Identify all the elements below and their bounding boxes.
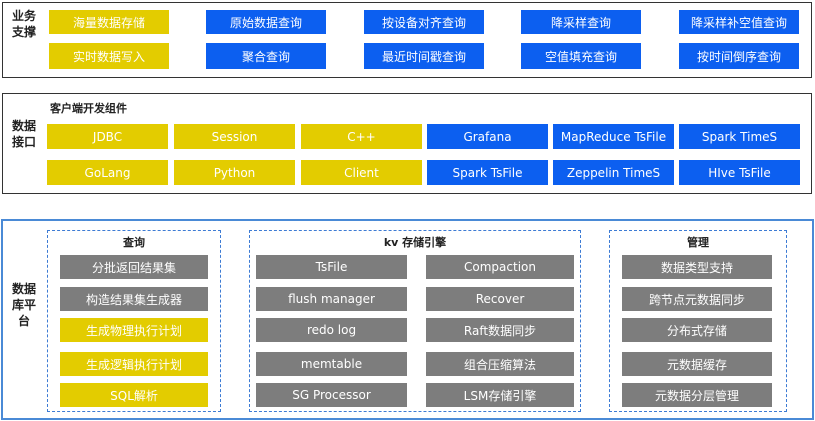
kv-box: Recover [426,287,574,311]
kv-box: LSM存储引擎 [426,383,574,407]
query-box: SQL解析 [60,383,208,407]
interface-box: Spark TsFile [427,160,548,185]
kv-box: 组合压缩算法 [426,352,574,376]
interface-box: Session [174,124,295,149]
management-box: 元数据分层管理 [622,383,772,407]
business-box: 海量数据存储 [49,10,169,34]
management-box: 元数据缓存 [622,352,772,376]
business-box: 按时间倒序查询 [679,43,799,69]
kv-box: Compaction [426,255,574,279]
business-box: 降采样补空值查询 [679,10,799,34]
interface-box: HIve TsFile [679,160,800,185]
query-box: 分批返回结果集 [60,255,208,279]
kv-box: memtable [256,352,407,376]
management-group-title: 管理 [687,236,709,249]
kv-box: Raft数据同步 [426,318,574,342]
database-platform-label: 数据库平台 [12,282,37,328]
interface-box: MapReduce TsFile [553,124,674,149]
interface-box: Client [301,160,422,185]
business-box: 空值填充查询 [521,43,641,69]
interface-box: Grafana [427,124,548,149]
interface-box: Zeppelin TimeS [553,160,674,185]
query-group-title: 查询 [123,236,145,249]
kv-box: SG Processor [256,383,407,407]
data-interface-label: 数据接口 [12,119,37,149]
kv-storage-engine-group [249,230,581,412]
query-box: 构造结果集生成器 [60,287,208,311]
kv-box: TsFile [256,255,407,279]
query-box: 生成逻辑执行计划 [60,352,208,376]
client-components-title: 客户端开发组件 [50,102,127,115]
business-box: 最近时间戳查询 [364,43,484,69]
management-box: 跨节点元数据同步 [622,287,772,311]
business-support-label: 业务支撑 [12,9,37,39]
business-box: 降采样查询 [521,10,641,34]
interface-box: Spark TimeS [679,124,800,149]
interface-box: Python [174,160,295,185]
business-box: 按设备对齐查询 [364,10,484,34]
management-box: 数据类型支持 [622,255,772,279]
business-box: 实时数据写入 [49,43,169,69]
interface-box: C++ [301,124,422,149]
interface-box: JDBC [47,124,168,149]
kv-box: flush manager [256,287,407,311]
management-group [609,230,787,412]
business-box: 聚合查询 [206,43,326,69]
kv-storage-engine-title: kv 存储引擎 [383,236,447,249]
management-box: 分布式存储 [622,318,772,342]
query-box: 生成物理执行计划 [60,318,208,342]
query-group [47,230,221,412]
interface-box: GoLang [47,160,168,185]
business-box: 原始数据查询 [206,10,326,34]
kv-box: redo log [256,318,407,342]
